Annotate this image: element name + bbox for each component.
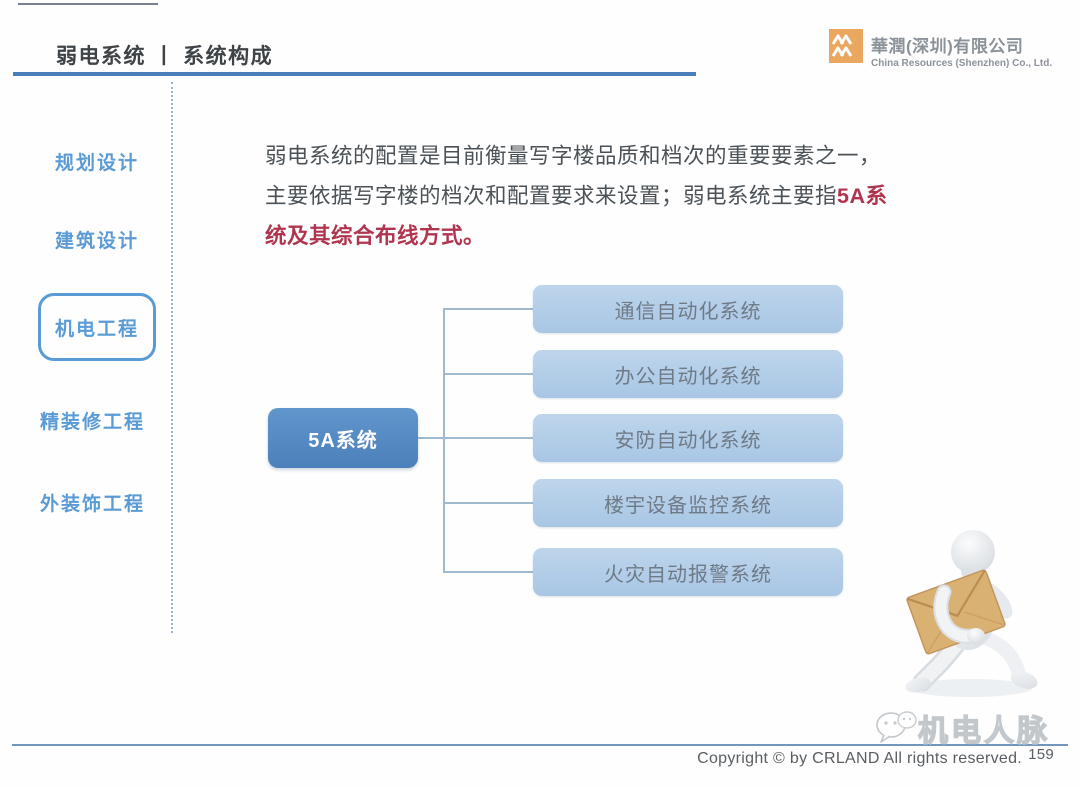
- china-resources-logo-icon: [829, 29, 863, 63]
- watermark: 机电人脉: [874, 706, 1050, 750]
- connector-trunk: [443, 308, 445, 573]
- highlight-text: 5A系: [837, 184, 888, 208]
- diagram-node-office-automation: 办公自动化系统: [533, 350, 843, 398]
- company-name-en: China Resources (Shenzhen) Co., Ltd.: [871, 58, 1053, 69]
- intro-line-3: 统及其综合布线方式。: [265, 224, 486, 248]
- diagram-node-fire-alarm: 火灾自动报警系统: [533, 548, 843, 596]
- connector-branch-1: [445, 308, 533, 310]
- copyright-row: Copyright © by CRLAND All rights reserve…: [697, 746, 1054, 768]
- copyright-text: Copyright © by CRLAND All rights reserve…: [697, 750, 1023, 767]
- diagram-node-security-automation: 安防自动化系统: [533, 414, 843, 462]
- connector-branch-4: [445, 502, 533, 504]
- company-name-cn: 華潤(深圳)有限公司: [871, 37, 1024, 56]
- sidebar-item-planning: 规划设计: [55, 153, 140, 174]
- connector-branch-5: [445, 571, 533, 573]
- intro-paragraph: 弱电系统的配置是目前衡量写字楼品质和档次的重要要素之一， 主要依据写字楼的档次和…: [265, 136, 895, 256]
- sidebar-item-mep-active: 机电工程: [38, 293, 156, 361]
- diagram-node-building-monitoring: 楼宇设备监控系统: [533, 479, 843, 527]
- sidebar-item-architecture: 建筑设计: [55, 231, 140, 252]
- intro-line-1: 弱电系统的配置是目前衡量写字楼品质和档次的重要要素之一，: [265, 144, 882, 168]
- scan-artifact-line: [18, 3, 158, 5]
- company-logo: 華潤(深圳)有限公司 China Resources (Shenzhen) Co…: [829, 29, 1052, 69]
- sidebar-dotted-divider: [171, 82, 173, 633]
- connector-root-link: [418, 437, 444, 439]
- page-title: 弱电系统 丨 系统构成: [56, 45, 274, 68]
- footer-rule: [12, 744, 1068, 746]
- wechat-icon: [876, 711, 917, 743]
- sidebar-item-exterior-decoration: 外装饰工程: [40, 494, 146, 515]
- connector-branch-3: [445, 437, 533, 439]
- connector-branch-2: [445, 373, 533, 375]
- figure-carrying-envelope-illustration: [905, 530, 1038, 697]
- intro-line-2: 主要依据写字楼的档次和配置要求来设置；弱电系统主要指5A系: [265, 184, 888, 208]
- page-number: 159: [1028, 746, 1054, 763]
- diagram-node-communication-automation: 通信自动化系统: [533, 285, 843, 333]
- title-underline: [13, 72, 696, 76]
- diagram-root-5a-system: 5A系统: [268, 408, 418, 468]
- watermark-text: 机电人脉: [917, 714, 1050, 748]
- sidebar-item-fine-decoration: 精装修工程: [40, 412, 146, 433]
